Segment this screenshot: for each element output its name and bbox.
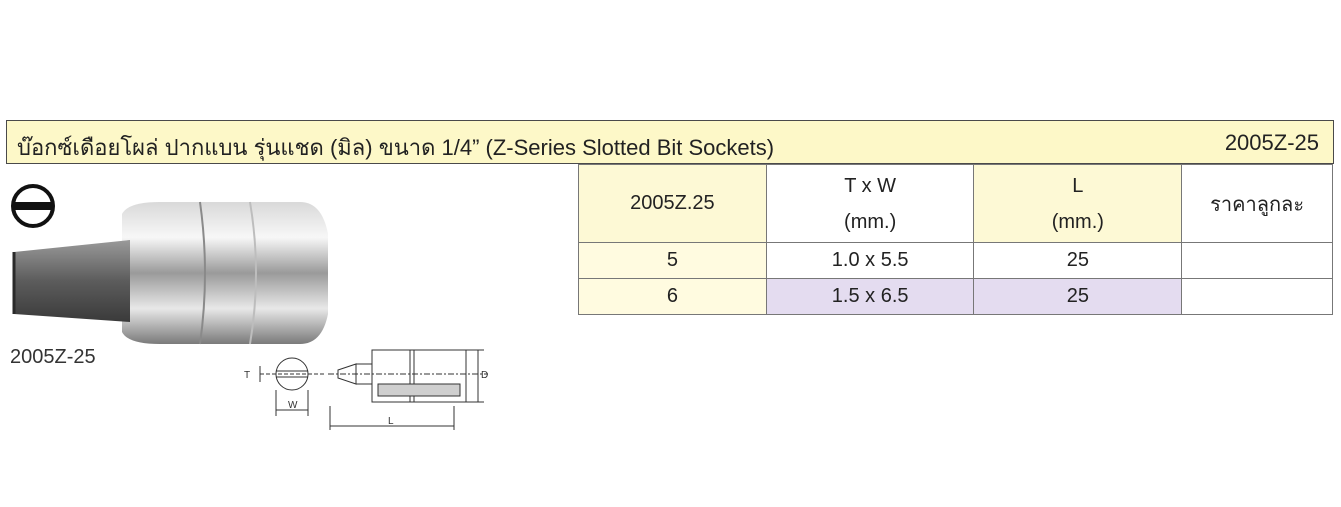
table-row: 5 1.0 x 5.5 25 <box>578 242 1333 279</box>
product-caption: 2005Z-25 <box>10 346 96 368</box>
drawing-label-l: L <box>388 416 394 427</box>
cell-length: 25 <box>973 278 1183 315</box>
header-cell-model: 2005Z.25 <box>578 164 767 243</box>
cell-size: 6 <box>578 278 767 315</box>
drawing-label-d: D <box>481 370 488 381</box>
table-header-row: 2005Z.25 T x W (mm.) L (mm.) ราคาลูกละ <box>578 164 1333 243</box>
drawing-label-w: W <box>288 400 298 411</box>
dimension-drawing: T W D L <box>244 349 488 430</box>
header-title: บ๊อกซ์เดือยโผล่ ปากแบน รุ่นแชด (มิล) ขนา… <box>17 135 775 160</box>
header-cell-price: ราคาลูกละ <box>1181 164 1333 243</box>
cell-txw: 1.0 x 5.5 <box>765 242 975 279</box>
header-product-code: 2005Z-25 <box>1224 130 1319 155</box>
cell-price <box>1181 242 1333 279</box>
cell-length: 25 <box>973 242 1183 279</box>
header-cell-txw: T x W (mm.) <box>765 164 975 243</box>
cell-size: 5 <box>578 242 767 279</box>
header-cell-length: L (mm.) <box>973 164 1183 243</box>
page-header: บ๊อกซ์เดือยโผล่ ปากแบน รุ่นแชด (มิล) ขนา… <box>6 120 1334 164</box>
table-row: 6 1.5 x 6.5 25 <box>578 278 1333 315</box>
cell-txw: 1.5 x 6.5 <box>765 278 975 315</box>
slotted-screwdriver-symbol-icon <box>11 184 55 228</box>
product-photo <box>12 201 328 345</box>
cell-price <box>1181 278 1333 315</box>
drawing-label-t: T <box>244 370 250 381</box>
spec-table: 2005Z.25 T x W (mm.) L (mm.) ราคาลูกละ 5… <box>578 164 1333 315</box>
